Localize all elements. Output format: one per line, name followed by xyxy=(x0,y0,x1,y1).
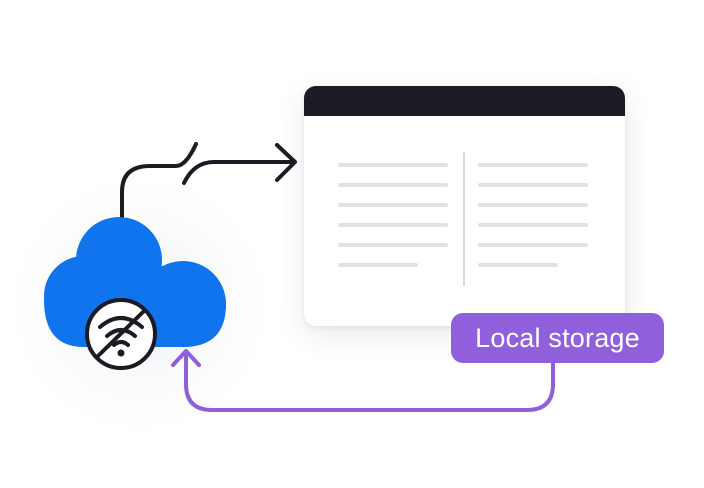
text-line xyxy=(478,263,558,267)
text-line xyxy=(478,203,588,207)
text-line xyxy=(338,243,448,247)
connector-line xyxy=(120,142,198,224)
text-line xyxy=(338,263,418,267)
text-line xyxy=(338,163,448,167)
text-line xyxy=(478,243,588,247)
column-divider xyxy=(463,152,465,286)
text-line xyxy=(338,223,448,227)
arrow-right-icon xyxy=(275,143,297,182)
text-line xyxy=(478,183,588,187)
text-line xyxy=(478,163,588,167)
window-titlebar xyxy=(304,86,625,116)
no-wifi-icon xyxy=(85,298,157,370)
arrow-up-icon xyxy=(171,349,201,367)
document-window xyxy=(304,86,625,326)
text-line xyxy=(338,203,448,207)
local-storage-badge: Local storage xyxy=(451,313,664,363)
connector-line-end xyxy=(182,160,295,185)
return-arrow-line xyxy=(184,350,555,412)
text-line xyxy=(338,183,448,187)
text-line xyxy=(478,223,588,227)
